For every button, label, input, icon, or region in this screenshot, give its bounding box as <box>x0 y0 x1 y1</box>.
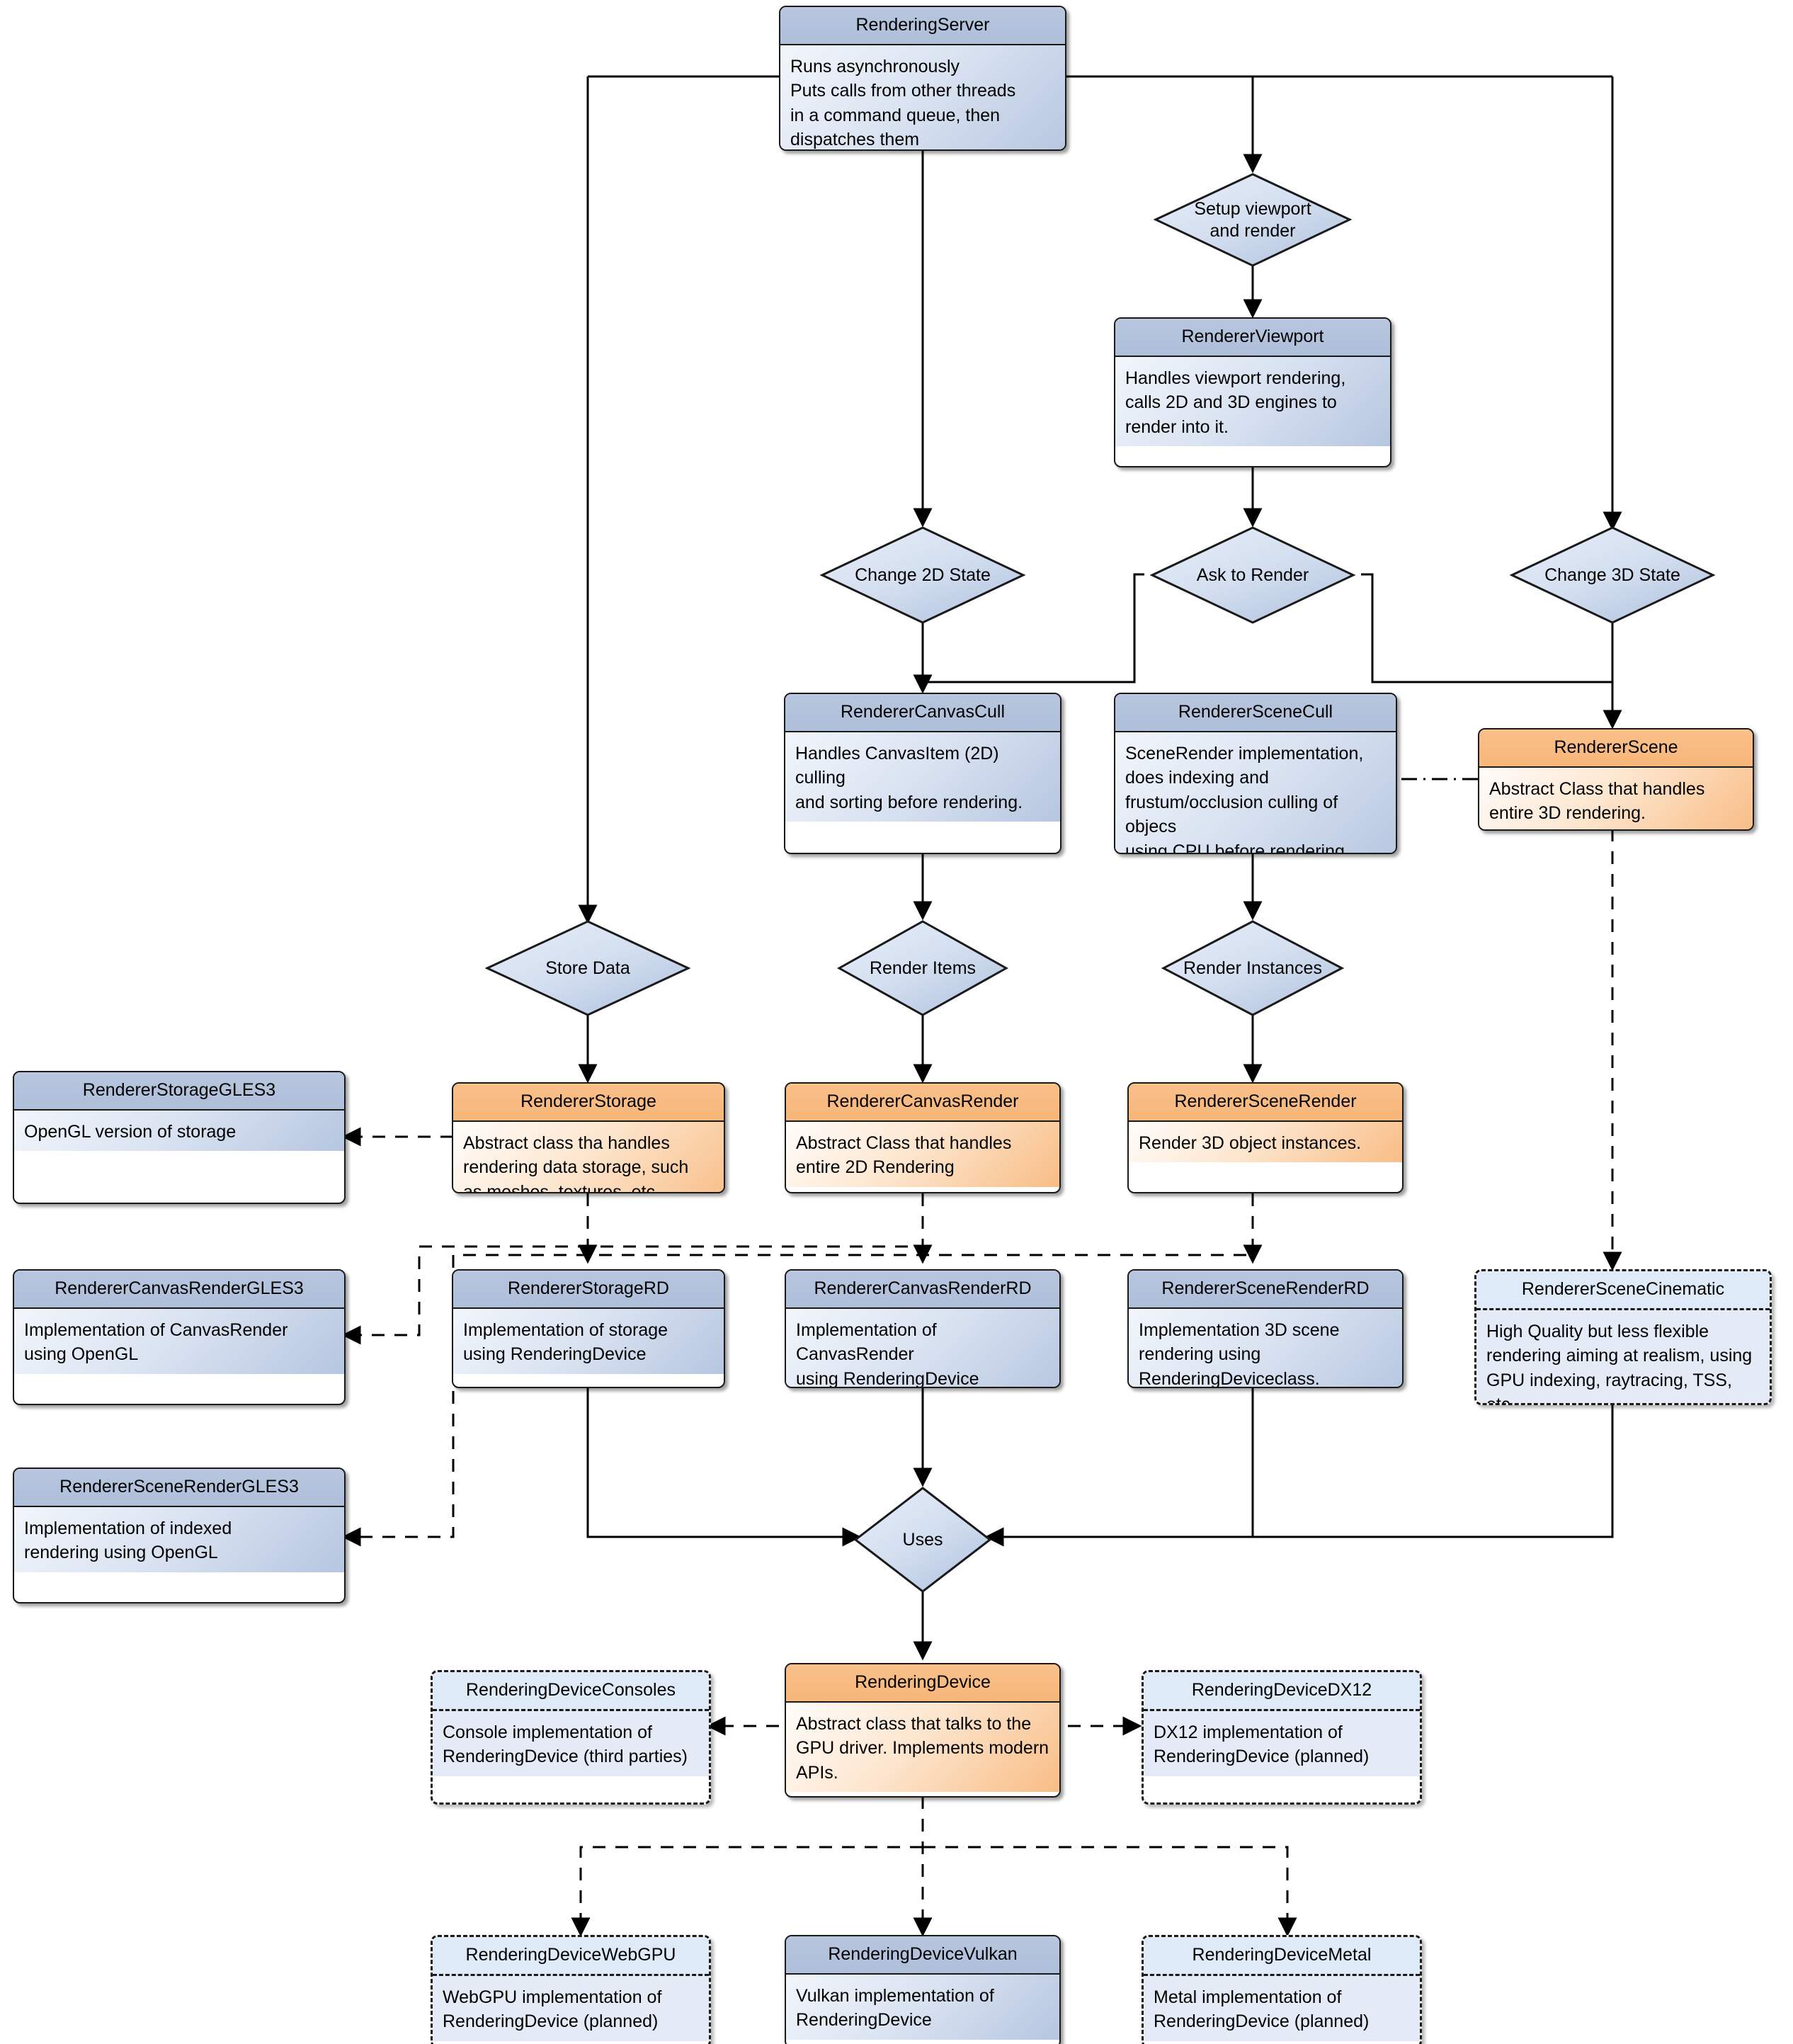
node-title: RendererCanvasRenderGLES3 <box>14 1271 344 1309</box>
node-body: Implementation of CanvasRender using Ope… <box>14 1308 344 1374</box>
decision-label: Store Data <box>545 958 630 978</box>
node-title: RendererScene <box>1479 729 1753 768</box>
node-title: RendererViewport <box>1115 319 1390 357</box>
node-title: RenderingDeviceMetal <box>1144 1937 1420 1976</box>
decision-label: Render Instances <box>1183 958 1322 978</box>
node-title: RendererSceneRender <box>1129 1084 1402 1122</box>
node-title: RendererCanvasCull <box>785 694 1060 732</box>
node-body: Implementation 3D scene rendering using … <box>1129 1308 1402 1387</box>
node-renderer-scene[interactable]: RendererScene Abstract Class that handle… <box>1478 728 1754 831</box>
node-body: Abstract class tha handles rendering dat… <box>453 1121 724 1192</box>
node-title: RendererStorage <box>453 1084 724 1122</box>
node-rendering-device-metal[interactable]: RenderingDeviceMetal Metal implementatio… <box>1142 1935 1422 2044</box>
node-rendering-device[interactable]: RenderingDevice Abstract class that talk… <box>785 1663 1061 1798</box>
decision-label: Ask to Render <box>1196 564 1309 585</box>
node-title: RenderingServer <box>780 7 1065 45</box>
node-renderer-storage-rd[interactable]: RendererStorageRD Implementation of stor… <box>452 1269 725 1388</box>
decision-label: Change 3D State <box>1544 564 1680 585</box>
decision-setup-viewport-and-render[interactable]: Setup viewport and render <box>1154 172 1352 268</box>
node-body: WebGPU implementation of RenderingDevice… <box>433 1975 709 2041</box>
node-title: RenderingDeviceConsoles <box>433 1672 709 1711</box>
decision-render-items[interactable]: Render Items <box>837 919 1008 1017</box>
decision-change-3d-state[interactable]: Change 3D State <box>1510 526 1715 625</box>
decision-uses[interactable]: Uses <box>853 1486 992 1594</box>
node-title: RendererSceneCinematic <box>1476 1271 1770 1310</box>
node-title: RendererCanvasRender <box>786 1084 1059 1122</box>
node-body: SceneRender implementation, does indexin… <box>1115 732 1396 853</box>
node-rendering-device-consoles[interactable]: RenderingDeviceConsoles Console implemen… <box>431 1670 711 1805</box>
node-title: RendererSceneRenderRD <box>1129 1271 1402 1309</box>
node-body: Implementation of CanvasRender using Ren… <box>786 1308 1059 1387</box>
node-renderer-storage-gles3[interactable]: RendererStorageGLES3 OpenGL version of s… <box>13 1071 346 1204</box>
node-rendering-device-webgpu[interactable]: RenderingDeviceWebGPU WebGPU implementat… <box>431 1935 711 2044</box>
decision-label: Setup viewport and render <box>1194 199 1311 241</box>
node-body: Handles viewport rendering, calls 2D and… <box>1115 356 1390 447</box>
node-body: Implementation of indexed rendering usin… <box>14 1506 344 1572</box>
node-title: RendererSceneCull <box>1115 694 1396 732</box>
node-rendering-server[interactable]: RenderingServer Runs asynchronously Puts… <box>779 6 1066 151</box>
node-body: Runs asynchronously Puts calls from othe… <box>780 45 1065 149</box>
node-renderer-scene-cull[interactable]: RendererSceneCull SceneRender implementa… <box>1114 693 1397 854</box>
node-body: Vulkan implementation of RenderingDevice <box>786 1974 1059 2040</box>
node-renderer-canvas-render[interactable]: RendererCanvasRender Abstract Class that… <box>785 1082 1061 1193</box>
node-title: RendererStorageGLES3 <box>14 1072 344 1111</box>
node-renderer-scene-render[interactable]: RendererSceneRender Render 3D object ins… <box>1127 1082 1404 1193</box>
node-body: Handles CanvasItem (2D) culling and sort… <box>785 732 1060 822</box>
decision-label: Uses <box>902 1529 943 1550</box>
node-body: DX12 implementation of RenderingDevice (… <box>1144 1710 1420 1776</box>
node-body: Implementation of storage using Renderin… <box>453 1308 724 1374</box>
decision-render-instances[interactable]: Render Instances <box>1161 919 1344 1017</box>
node-title: RendererSceneRenderGLES3 <box>14 1469 344 1507</box>
node-renderer-canvas-render-rd[interactable]: RendererCanvasRenderRD Implementation of… <box>785 1269 1061 1388</box>
node-renderer-scene-render-gles3[interactable]: RendererSceneRenderGLES3 Implementation … <box>13 1467 346 1603</box>
node-title: RenderingDevice <box>786 1664 1059 1703</box>
node-renderer-storage[interactable]: RendererStorage Abstract class tha handl… <box>452 1082 725 1193</box>
node-title: RendererStorageRD <box>453 1271 724 1309</box>
node-renderer-scene-render-rd[interactable]: RendererSceneRenderRD Implementation 3D … <box>1127 1269 1404 1388</box>
node-renderer-canvas-render-gles3[interactable]: RendererCanvasRenderGLES3 Implementation… <box>13 1269 346 1405</box>
node-body: Abstract Class that handles entire 2D Re… <box>786 1121 1059 1187</box>
node-renderer-scene-cinematic[interactable]: RendererSceneCinematic High Quality but … <box>1474 1269 1772 1405</box>
node-title: RenderingDeviceWebGPU <box>433 1937 709 1976</box>
node-body: Render 3D object instances. <box>1129 1121 1402 1163</box>
node-body: High Quality but less flexible rendering… <box>1476 1310 1770 1403</box>
node-title: RenderingDeviceVulkan <box>786 1936 1059 1975</box>
node-renderer-viewport[interactable]: RendererViewport Handles viewport render… <box>1114 317 1391 467</box>
node-title: RenderingDeviceDX12 <box>1144 1672 1420 1711</box>
decision-ask-to-render[interactable]: Ask to Render <box>1150 526 1355 625</box>
node-rendering-device-dx12[interactable]: RenderingDeviceDX12 DX12 implementation … <box>1142 1670 1422 1805</box>
node-title: RendererCanvasRenderRD <box>786 1271 1059 1309</box>
node-rendering-device-vulkan[interactable]: RenderingDeviceVulkan Vulkan implementat… <box>785 1935 1061 2044</box>
node-body: Abstract class that talks to the GPU dri… <box>786 1702 1059 1793</box>
node-renderer-canvas-cull[interactable]: RendererCanvasCull Handles CanvasItem (2… <box>784 693 1061 854</box>
decision-label: Render Items <box>869 958 977 978</box>
decision-change-2d-state[interactable]: Change 2D State <box>820 526 1025 625</box>
node-body: Console implementation of RenderingDevic… <box>433 1710 709 1776</box>
decision-label: Change 2D State <box>855 564 991 585</box>
node-body: Metal implementation of RenderingDevice … <box>1144 1975 1420 2041</box>
decision-store-data[interactable]: Store Data <box>485 919 690 1017</box>
node-body: OpenGL version of storage <box>14 1110 344 1152</box>
node-body: Abstract Class that handles entire 3D re… <box>1479 767 1753 829</box>
